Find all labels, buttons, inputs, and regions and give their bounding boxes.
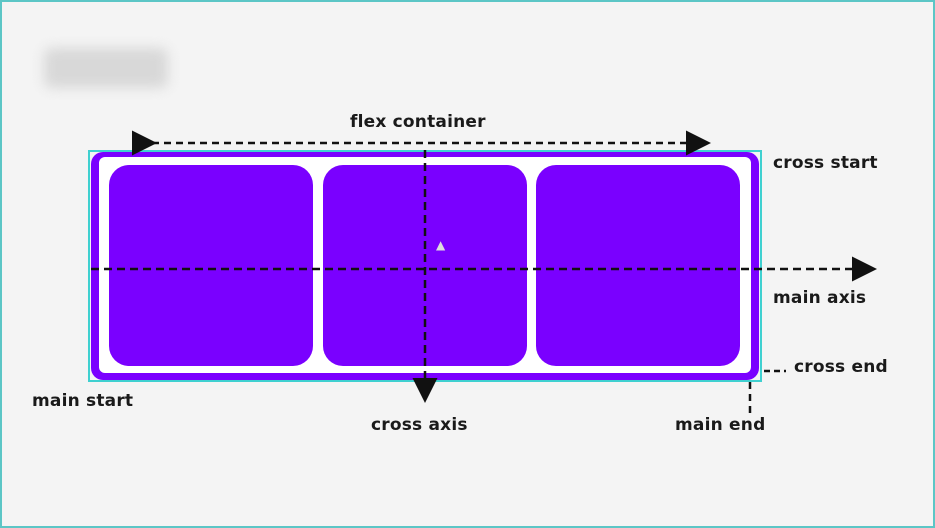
flex-item — [109, 165, 313, 366]
mouse-cursor-icon: ▲ — [436, 238, 446, 252]
flex-item — [536, 165, 740, 366]
label-cross-end: cross end — [794, 357, 888, 377]
blurred-logo — [44, 48, 168, 88]
label-cross-start: cross start — [773, 153, 878, 173]
label-main-start: main start — [32, 391, 134, 411]
label-flex-container: flex container — [350, 112, 486, 132]
label-main-axis: main axis — [773, 288, 867, 308]
label-cross-axis: cross axis — [371, 415, 468, 435]
label-main-end: main end — [675, 415, 766, 435]
